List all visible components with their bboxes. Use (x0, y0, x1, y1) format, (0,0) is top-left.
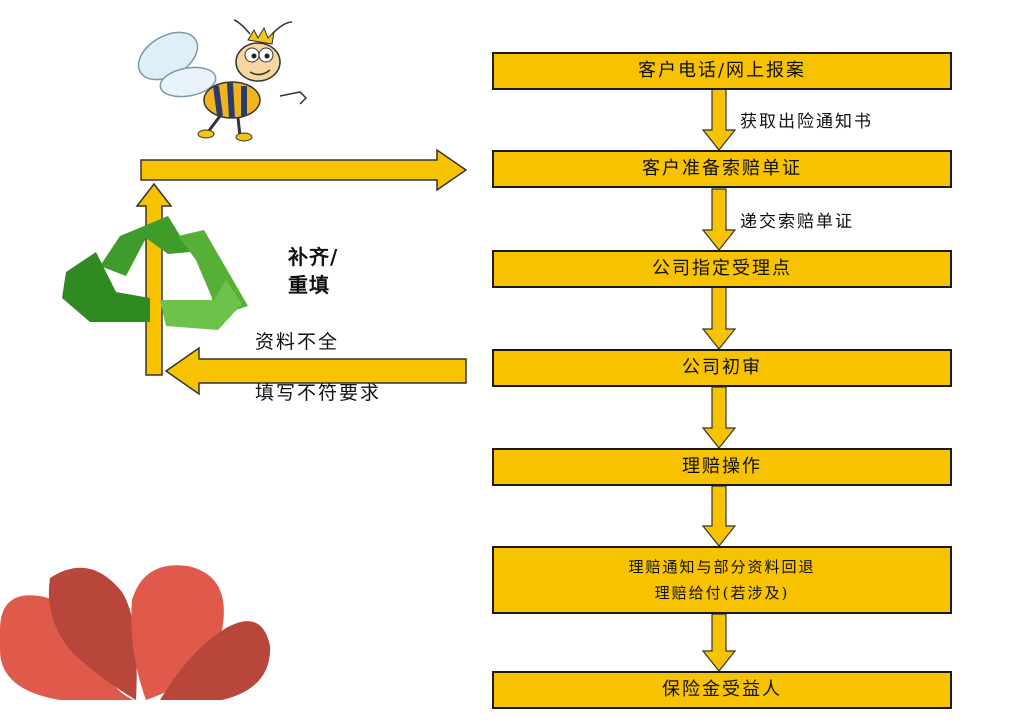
step-label-line-1: 理赔通知与部分资料回退 (628, 558, 816, 576)
step-label: 客户电话/网上报案 (637, 60, 807, 81)
bee-mascot-icon (137, 19, 308, 142)
recycle-icon (62, 216, 248, 330)
step-prepare-claim-documents: 客户准备索赔单证 (492, 150, 952, 188)
hearts-decoration-icon (0, 565, 271, 700)
rejection-reason-invalid: 填写不符要求 (255, 382, 382, 404)
arrow-step5-step6 (701, 485, 737, 547)
step-label: 公司初审 (682, 357, 762, 378)
step-label: 理赔操作 (682, 456, 762, 477)
step-label: 保险金受益人 (662, 679, 782, 700)
resubmit-label-line-2: 重填 (288, 273, 330, 297)
step-notice-and-payment: 理赔通知与部分资料回退 理赔给付(若涉及) (492, 546, 952, 614)
arrow-step3-step4 (701, 286, 737, 350)
step-claim-processing: 理赔操作 (492, 448, 952, 486)
step-beneficiary: 保险金受益人 (492, 671, 952, 709)
step-label-line-2: 理赔给付(若涉及) (654, 584, 790, 602)
arrow-step1-step2 (701, 88, 737, 151)
resubmit-label: 补齐/ 重填 (288, 243, 338, 299)
step-phone-online-report: 客户电话/网上报案 (492, 52, 952, 90)
resubmit-arrow (140, 148, 468, 192)
flow-arrows (701, 88, 737, 672)
step-initial-review: 公司初审 (492, 349, 952, 387)
return-up-arrow (135, 182, 173, 376)
step-label: 客户准备索赔单证 (642, 158, 802, 179)
rejection-arrow (164, 346, 467, 396)
step-label: 公司指定受理点 (652, 258, 792, 279)
step-designated-acceptance-point: 公司指定受理点 (492, 250, 952, 288)
resubmit-label-line-1: 补齐/ (288, 245, 339, 269)
arrow-step6-step7 (701, 613, 737, 672)
edge-label-submit-documents: 递交索赔单证 (740, 212, 854, 232)
rejection-reason-incomplete: 资料不全 (255, 331, 340, 353)
arrow-step4-step5 (701, 386, 737, 449)
edge-label-get-notice: 获取出险通知书 (740, 112, 873, 132)
arrow-step2-step3 (701, 188, 737, 251)
